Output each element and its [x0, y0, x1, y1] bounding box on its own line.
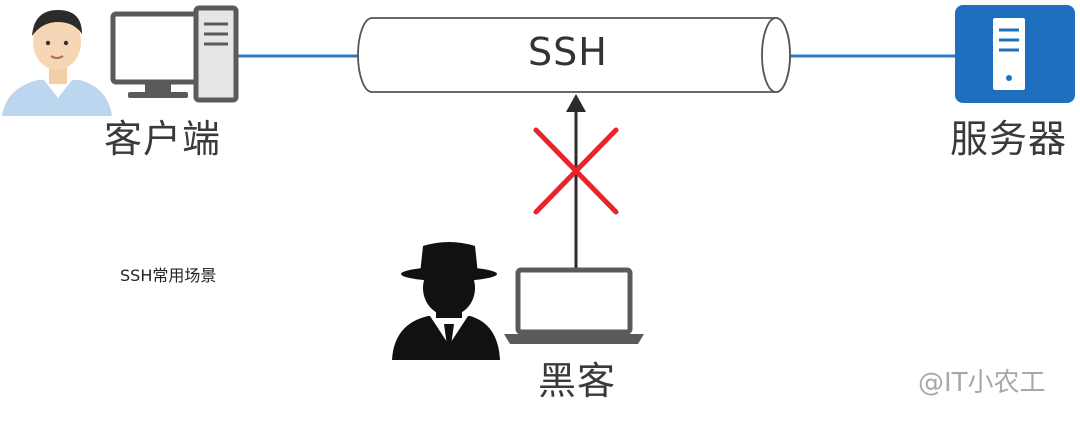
- server-icon: [955, 5, 1075, 103]
- hacker-laptop-icon: [504, 267, 644, 344]
- hacker-icon: [392, 242, 500, 360]
- blocked-x-icon: [533, 127, 619, 215]
- client-computer-icon: [110, 5, 239, 103]
- client-label: 客户端: [104, 117, 222, 161]
- diagram-caption: SSH常用场景: [120, 266, 217, 285]
- watermark-text: @IT小农工: [918, 368, 1046, 398]
- ssh-tunnel: [357, 17, 791, 93]
- tunnel-label: SSH: [528, 30, 608, 74]
- hacker-label: 黑客: [538, 359, 617, 403]
- attack-arrow: [566, 94, 586, 270]
- server-label: 服务器: [950, 117, 1068, 161]
- client-avatar-icon: [2, 10, 112, 116]
